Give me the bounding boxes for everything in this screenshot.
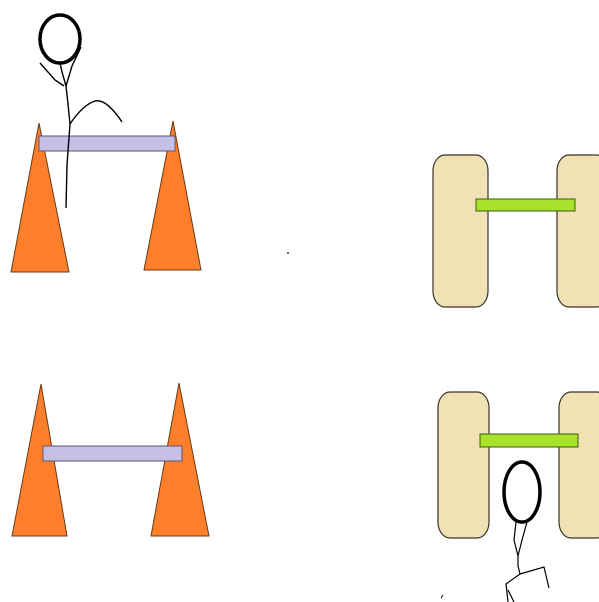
left-cone	[10, 122, 70, 273]
stick-figure-crouching	[502, 460, 550, 602]
crossbar	[479, 433, 579, 448]
figure-right-leg	[69, 100, 123, 125]
hurdle-bar	[38, 135, 176, 152]
figure-left-arm	[39, 62, 65, 87]
figure-left-leg	[65, 123, 71, 209]
right-pillar	[558, 391, 599, 539]
panel-bottom-left	[11, 382, 210, 537]
figure-head	[502, 460, 542, 524]
figure-body-lines-left	[513, 521, 519, 557]
crossbar	[475, 198, 576, 212]
figure-left-leg	[505, 573, 521, 602]
figure-left-foot	[507, 589, 515, 602]
left-pillar	[432, 154, 489, 308]
figure-right-arm	[65, 46, 82, 87]
panel-top-right	[432, 154, 599, 308]
stray-dot	[287, 252, 289, 254]
stray-mark	[440, 594, 444, 599]
right-cone	[143, 120, 202, 271]
figure-torso	[65, 85, 71, 125]
figure-neck	[59, 62, 67, 87]
stick-figure-jumping	[38, 13, 123, 209]
panel-top-left	[10, 13, 202, 273]
hurdle-bar	[42, 445, 183, 462]
panel-bottom-right	[437, 391, 599, 602]
figure-right-leg	[519, 566, 550, 589]
left-pillar	[437, 391, 490, 539]
figure-body-lines-right	[517, 521, 528, 557]
right-pillar	[556, 154, 599, 308]
figure-torso	[517, 556, 521, 575]
